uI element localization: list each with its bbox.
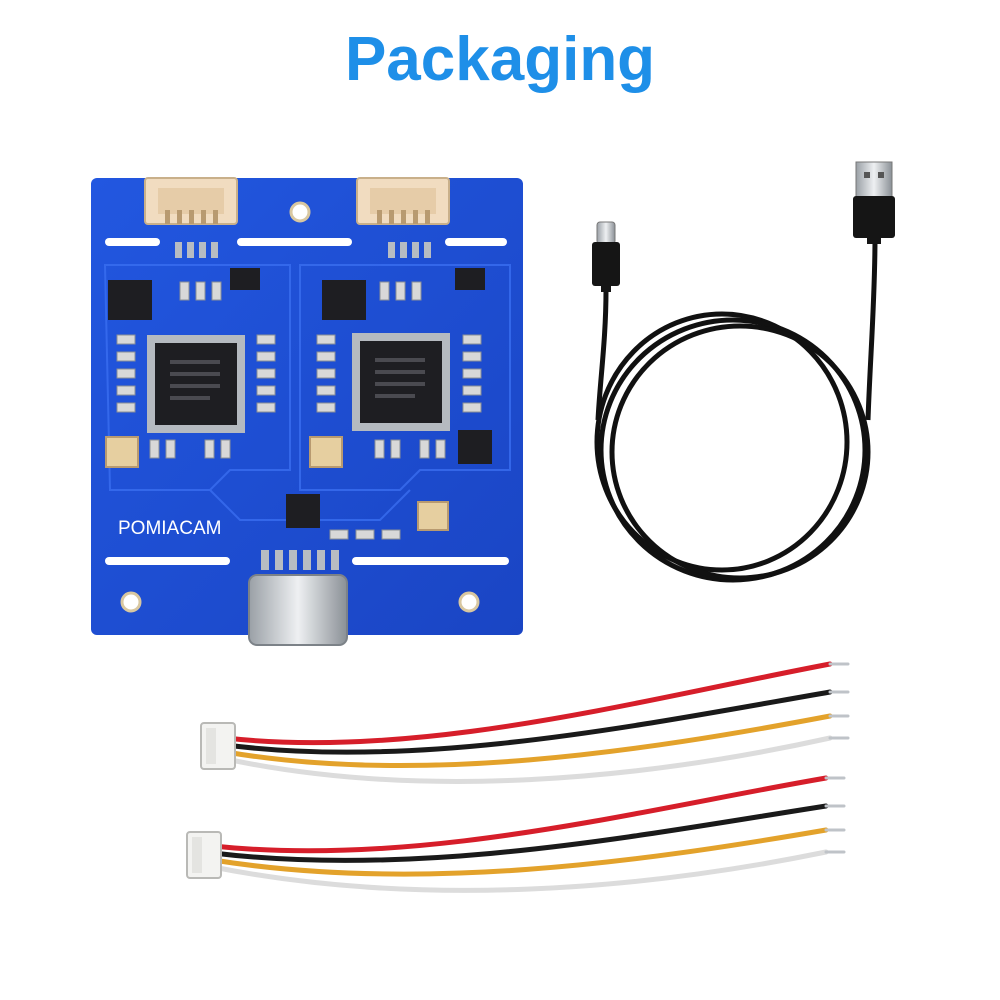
tactile-pads [105, 436, 449, 531]
usb-a-plug [853, 161, 895, 244]
usb-c-plug [592, 221, 620, 292]
qfp-chip-right [352, 333, 450, 431]
page-title: Packaging [344, 25, 656, 94]
wire-harness-lower [186, 775, 846, 893]
jst-plug-upper [200, 722, 236, 770]
jst-connector-right [356, 177, 450, 225]
qfp-chip-left [147, 335, 245, 433]
board-silkscreen-label: POMIACAM [118, 518, 221, 539]
usb-c-port [248, 550, 348, 646]
mounting-holes [120, 201, 480, 613]
jst-plug-lower [186, 831, 222, 879]
wire-harness-upper [200, 661, 850, 784]
jst-connector-left [144, 177, 238, 225]
pcb-board: POMIACAM [91, 177, 523, 646]
usb-cable [592, 161, 895, 583]
